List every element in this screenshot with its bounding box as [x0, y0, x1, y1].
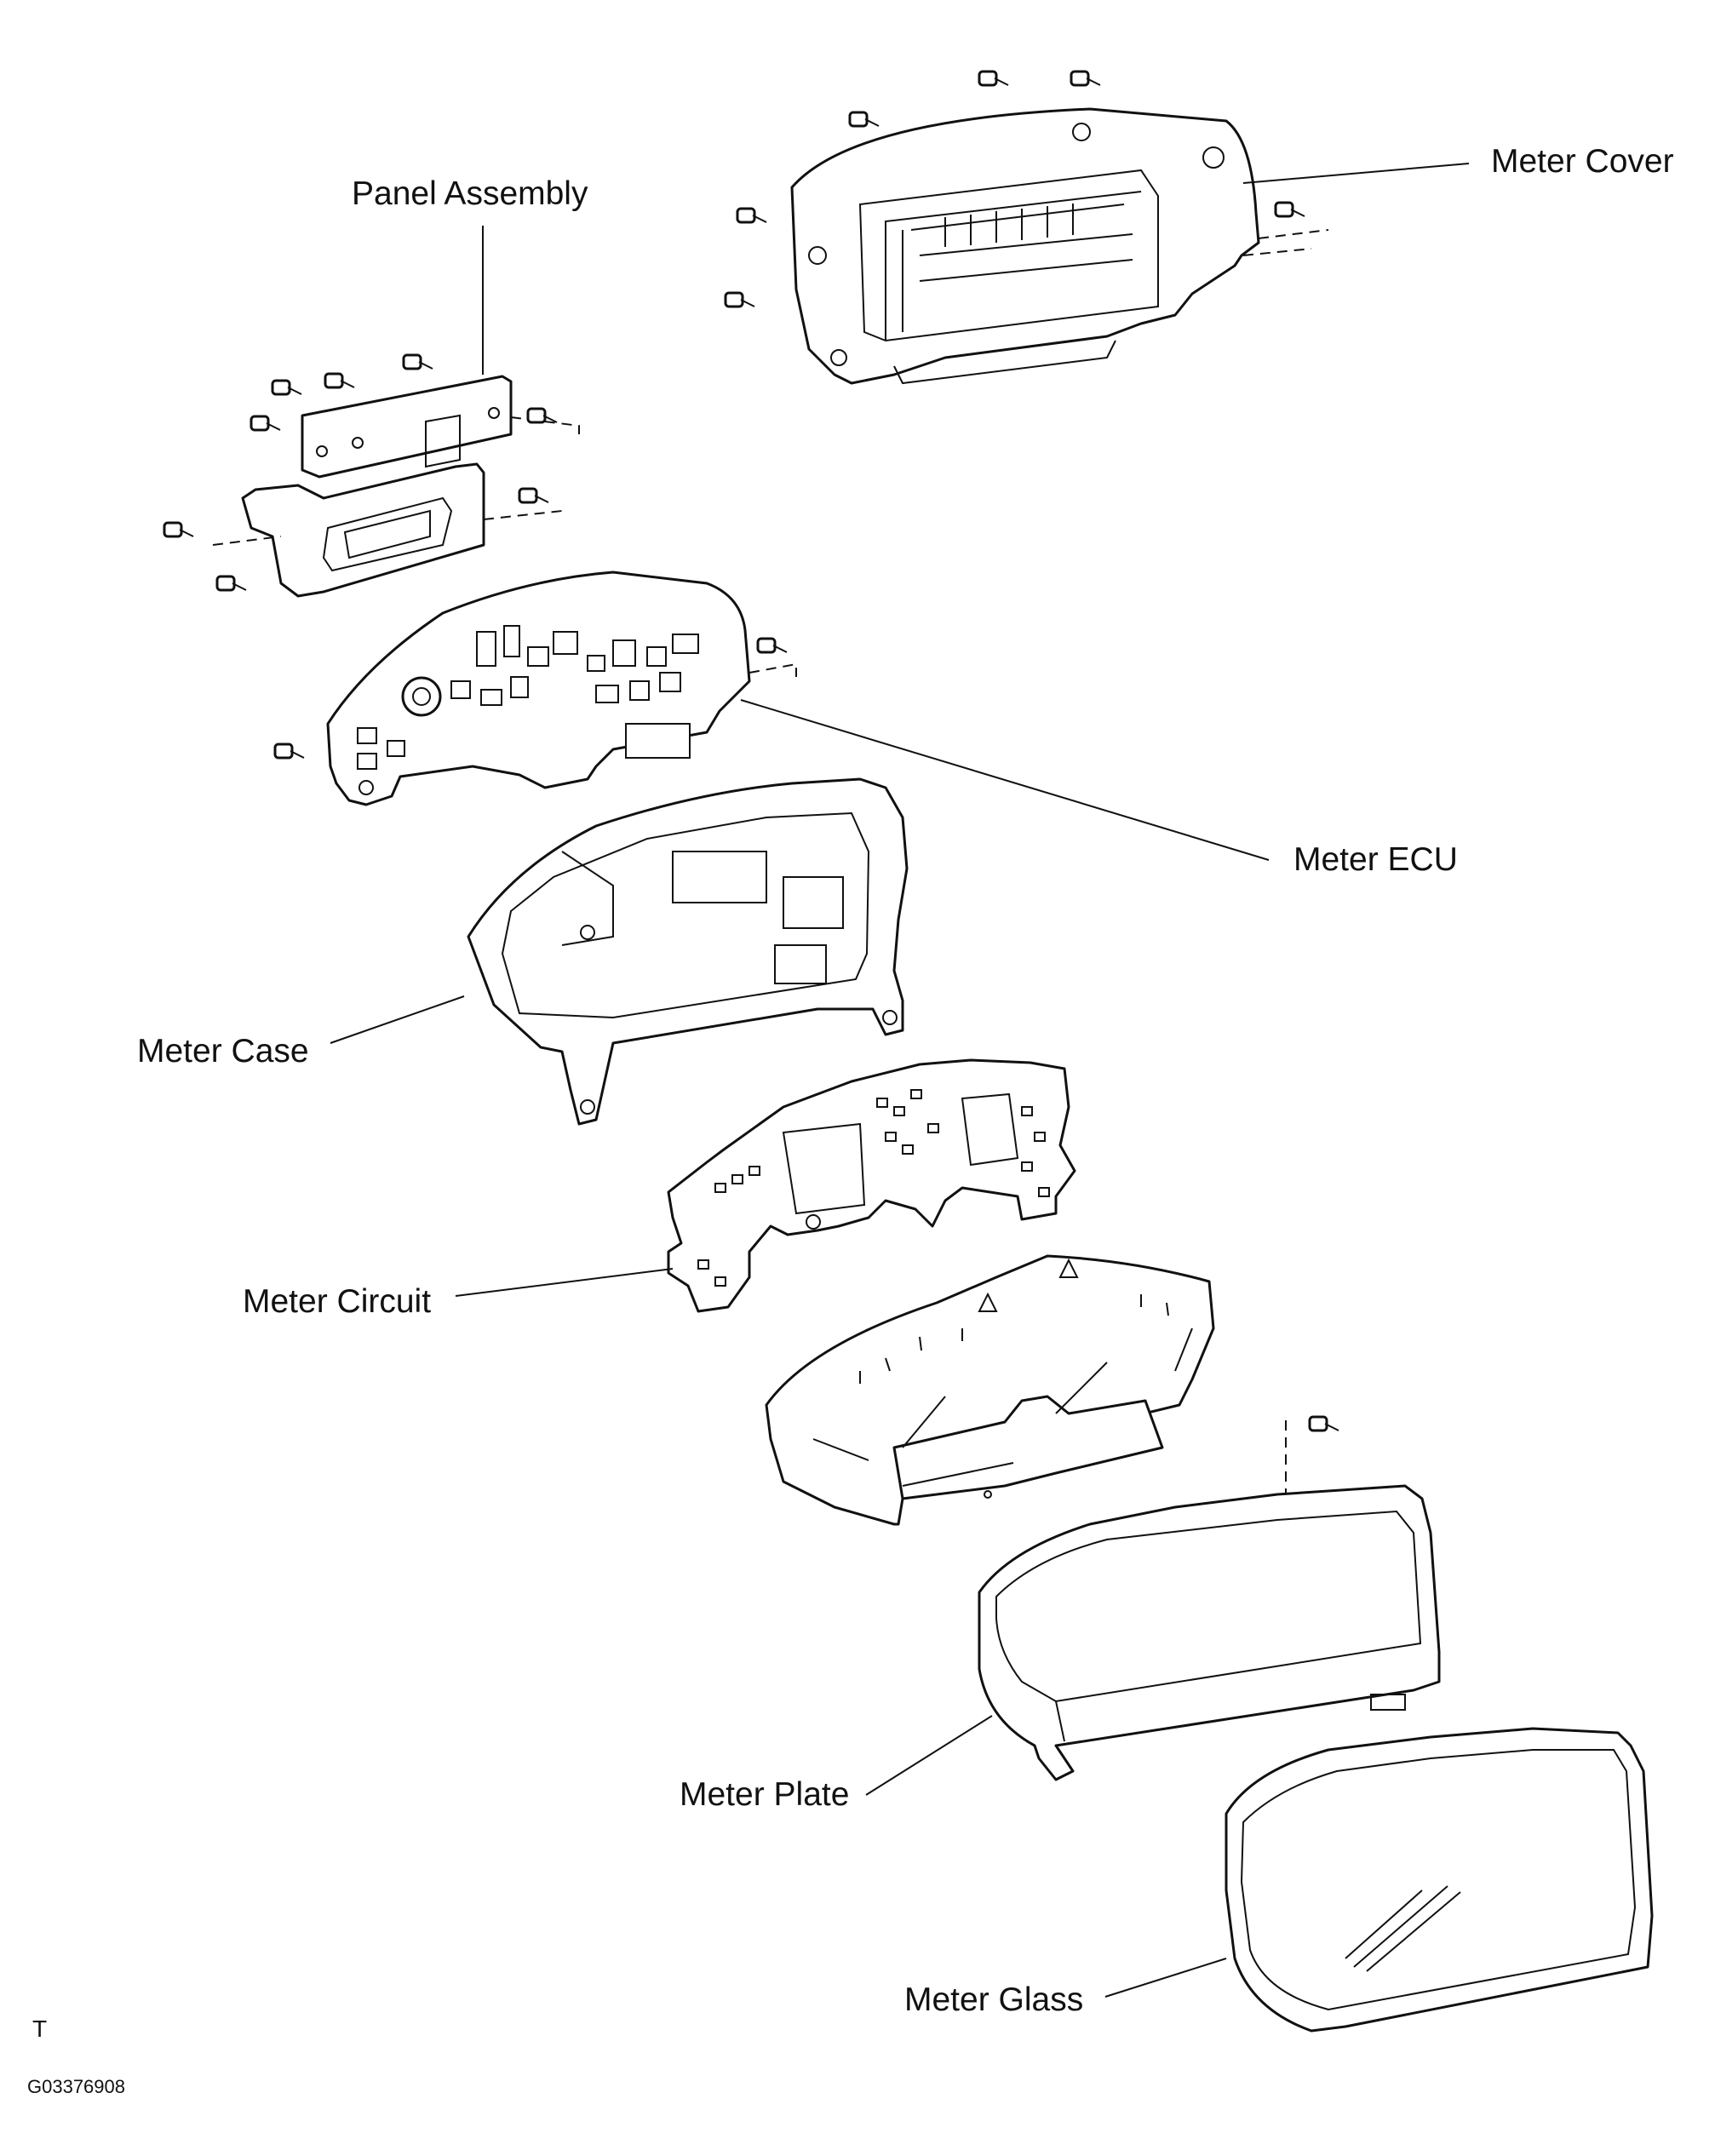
label-meter-ecu: Meter ECU	[1293, 841, 1458, 878]
meter-cover-screws	[724, 70, 1305, 308]
label-meter-cover: Meter Cover	[1491, 143, 1674, 180]
circuit-terminals	[697, 1089, 1050, 1287]
panel-assembly-screws	[163, 353, 558, 592]
corner-mark: T	[32, 2016, 48, 2042]
label-panel-assembly: Panel Assembly	[352, 175, 588, 212]
label-meter-case: Meter Case	[137, 1033, 309, 1069]
figure-code: G03376908	[27, 2076, 125, 2097]
meter-plate-screw	[1308, 1415, 1339, 1432]
meter-plate-part	[978, 1484, 1441, 1781]
meter-case-part	[467, 777, 909, 1126]
meter-cover-grille	[944, 204, 1074, 247]
meter-glass-part	[1225, 1727, 1654, 2033]
label-meter-circuit: Meter Circuit	[243, 1283, 432, 1320]
label-meter-glass: Meter Glass	[904, 1981, 1084, 2018]
meter-circuit-part	[667, 1058, 1076, 1313]
meter-ecu-screws	[273, 637, 788, 760]
label-meter-plate: Meter Plate	[680, 1776, 850, 1813]
meter-ecu-part	[326, 571, 797, 806]
panel-assembly-part	[212, 226, 580, 598]
meter-dial-part	[765, 1254, 1215, 1526]
ecu-components	[357, 625, 699, 770]
meter-cover-part	[790, 107, 1329, 385]
leader-lines	[330, 163, 1470, 1998]
